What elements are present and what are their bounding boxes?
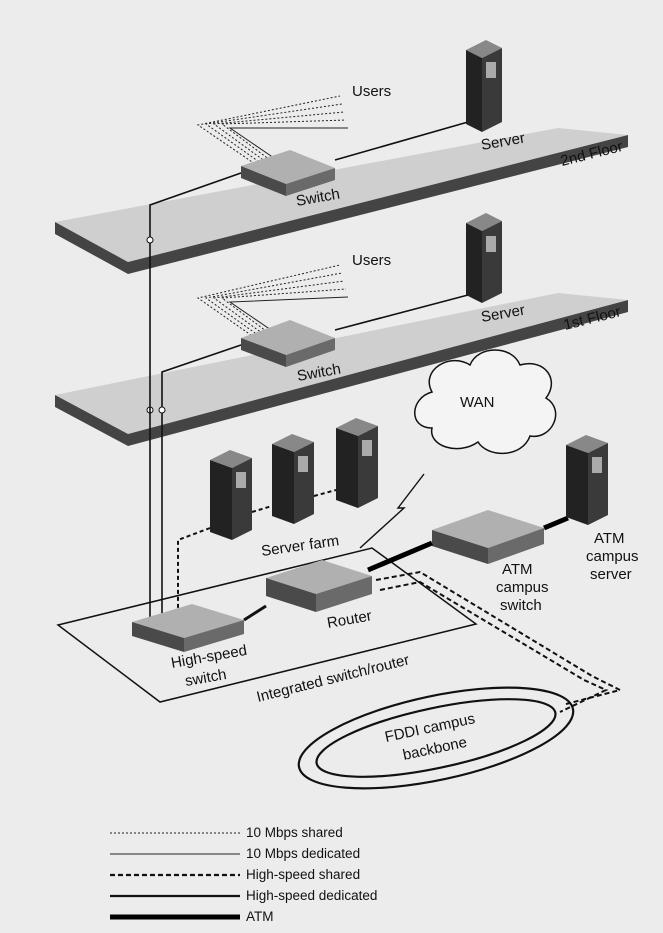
atm-server-label-3: server (590, 566, 632, 583)
atm-switch-label-3: switch (500, 597, 542, 614)
users-1st-label: Users (352, 252, 391, 269)
wan-label: WAN (460, 394, 494, 411)
atm-server-link (543, 515, 569, 531)
riser-port-1st (158, 406, 166, 414)
atm-switch-device (432, 510, 544, 564)
server-farm-icon-3 (336, 418, 378, 508)
farm-link-2 (313, 489, 337, 497)
fddi-backbone-rings (297, 686, 575, 790)
switch-server-link-2nd (334, 121, 469, 161)
legend-label-1: 10 Mbps dedicated (246, 846, 360, 861)
riser-1st (161, 344, 242, 408)
switch-server-link-1st (334, 294, 469, 331)
atm-switch-label-2: campus (496, 579, 549, 596)
atm-server-icon (566, 435, 608, 525)
server-1st-icon (466, 213, 502, 303)
farm-link-1 (251, 505, 273, 513)
legend: 10 Mbps shared 10 Mbps dedicated High-sp… (110, 825, 377, 924)
farm-hs-shared-link (177, 527, 211, 612)
server-farm-icon-1 (210, 450, 252, 540)
first-floor-slab (55, 293, 628, 446)
server-2nd-icon (466, 40, 502, 132)
users-2nd-dedicated (228, 127, 348, 159)
legend-label-2: High-speed shared (246, 867, 360, 882)
server-farm-icon-2 (272, 434, 314, 524)
users-1st-lines (196, 264, 347, 341)
riser-port-2nd (146, 236, 154, 244)
legend-label-0: 10 Mbps shared (246, 825, 343, 840)
server-farm-label: Server farm (260, 532, 340, 560)
high-speed-switch-device (132, 604, 244, 652)
router-atm-link (367, 540, 433, 573)
second-floor-slab (55, 128, 628, 274)
switch-1st-device (241, 320, 335, 367)
riser-2nd (149, 172, 242, 238)
wan-cloud (414, 349, 557, 455)
atm-switch-label-1: ATM (502, 561, 533, 578)
users-2nd-label: Users (352, 83, 391, 100)
wan-link-bolt (359, 473, 425, 549)
atm-server-label-1: ATM (594, 530, 625, 547)
users-1st-dedicated (228, 296, 349, 333)
atm-server-label-2: campus (586, 548, 639, 565)
legend-label-3: High-speed dedicated (246, 888, 377, 903)
switch-router-link (243, 604, 267, 622)
legend-label-4: ATM (246, 909, 274, 924)
hs-switch-label-2: switch (184, 666, 228, 690)
router-label: Router (326, 607, 373, 632)
switch-2nd-device (241, 150, 335, 196)
router-device (266, 560, 372, 612)
integrated-box (56, 547, 478, 703)
router-fddi-link (375, 570, 623, 713)
users-2nd-lines (196, 95, 347, 167)
